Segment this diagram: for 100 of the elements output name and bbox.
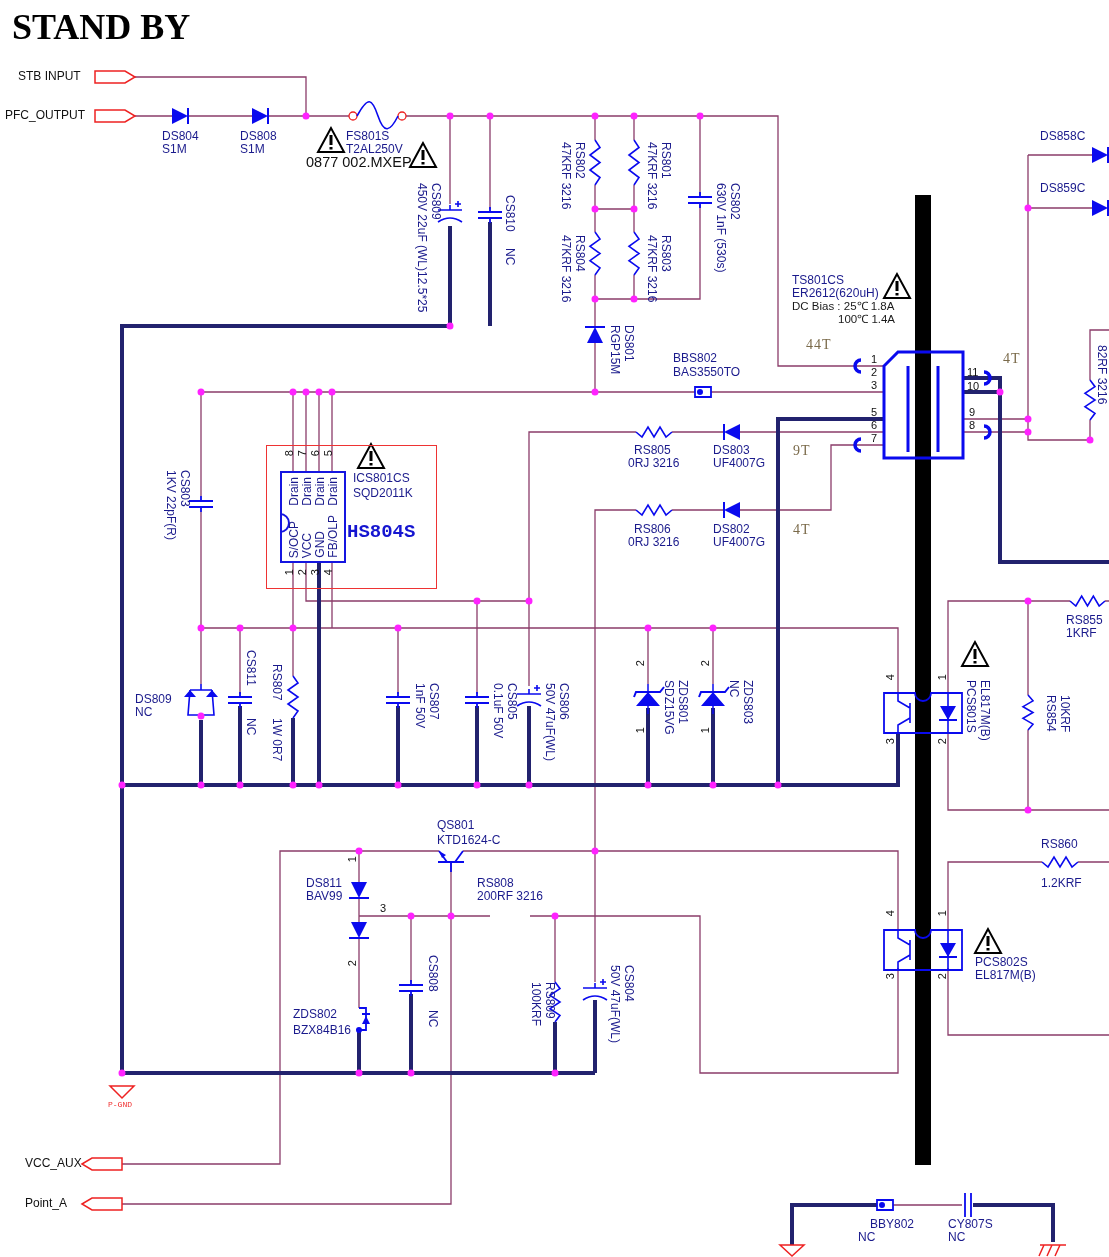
part-label: CS811 — [244, 650, 257, 686]
part-label: CS808 — [426, 955, 439, 992]
value-label: SDZ15VG — [662, 680, 675, 735]
part-label: RS860 — [1041, 838, 1078, 851]
port-label: VCC_AUX — [25, 1157, 82, 1170]
value-label: NC — [858, 1231, 876, 1244]
part-label: BBY802 — [870, 1218, 915, 1231]
part-label: PCS802S — [975, 956, 1028, 969]
part-label: RS805 — [634, 444, 671, 457]
pin-number: 7 — [871, 432, 878, 444]
part-label: ICS801CS — [353, 472, 410, 485]
part-label: CS802 — [728, 183, 741, 220]
pin-number: 1 — [346, 856, 358, 863]
value-label: NC — [135, 706, 153, 719]
value-label: 1KRF — [1066, 627, 1097, 640]
value-label: PCS801S — [964, 680, 977, 733]
ground-label: P-GND — [108, 1100, 132, 1109]
part-label: CS810 — [503, 195, 516, 232]
part-label: ZDS801 — [676, 680, 689, 725]
value-label: 1nF 50V — [413, 683, 426, 729]
part-label: DS808 — [240, 130, 277, 143]
part-label: RS806 — [634, 523, 671, 536]
value-label: NC — [426, 1010, 439, 1028]
turns-label: 44T — [806, 338, 832, 351]
part-label: DS801 — [622, 325, 635, 362]
value-label: 200RF 3216 — [477, 890, 544, 903]
turns-label: 9T — [793, 444, 811, 457]
pin-number: 3 — [884, 738, 896, 745]
value-label: BZX84B16 — [293, 1024, 352, 1037]
part-label: RS802 — [573, 142, 586, 179]
value-label: 10KRF — [1058, 695, 1071, 733]
value-label: 630V 1nF (530s) — [714, 183, 727, 273]
value-label: 0.1uF 50V — [491, 683, 504, 739]
value-label: UF4007G — [713, 457, 766, 470]
value-label: 50V 47uF(WL) — [608, 965, 621, 1044]
part-label: RS808 — [477, 877, 514, 890]
ic-chip — [280, 471, 346, 563]
port-label: PFC_OUTPUT — [5, 109, 85, 122]
value-label: 0RJ 3216 — [628, 457, 680, 470]
title: STAND BY — [12, 6, 191, 48]
part-label: CS805 — [505, 683, 518, 720]
pin-number: 8 — [969, 419, 976, 431]
pin-number: 1 — [936, 910, 948, 917]
pin-number: 2 — [346, 960, 358, 967]
value-label: 47KRF 3216 — [645, 142, 658, 210]
pin-number: 1 — [634, 727, 646, 734]
value-label: 1.2KRF — [1041, 877, 1082, 890]
value-label: BAV99 — [306, 890, 343, 903]
value-label: 0877 002.MXEP — [306, 155, 412, 170]
value-label: UF4007G — [713, 536, 766, 549]
part-label: DS811 — [306, 877, 342, 890]
value-label: 450V 22uF (WL)12.5*25 — [415, 183, 428, 313]
part-label: TS801CS — [792, 274, 845, 287]
value-label: NC — [503, 248, 516, 266]
pin-name: S/OCP — [288, 520, 301, 558]
part-label: RS801 — [659, 142, 672, 179]
pin-number: 4 — [884, 910, 896, 917]
pin-number: 2 — [936, 738, 948, 745]
value-label: RGP15M — [608, 325, 621, 375]
value-label: BAS3550TO — [673, 366, 741, 379]
note-text: DC Bias : 25℃ 1.8A — [792, 300, 895, 313]
pin-number: 1 — [871, 353, 878, 365]
part-label: DS809 — [135, 693, 172, 706]
value-label: 47KRF 3216 — [559, 142, 572, 210]
part-label: RS804 — [573, 235, 586, 272]
value-label: S1M — [240, 143, 265, 156]
part-label: QS801 — [437, 819, 475, 832]
value-label: 0RJ 3216 — [628, 536, 680, 549]
part-label: RS809 — [543, 982, 556, 1019]
part-label: RS855 — [1066, 614, 1103, 627]
part-label: BBS802 — [673, 352, 718, 365]
pin-number: 4 — [884, 674, 896, 681]
value-label: NC — [948, 1231, 966, 1244]
part-label: CY807S — [948, 1218, 993, 1231]
pin-number: 2 — [634, 660, 646, 667]
port-label: STB INPUT — [18, 70, 81, 83]
part-label: CS804 — [622, 965, 635, 1002]
value-label: NC — [727, 680, 740, 698]
part-label: ZDS802 — [293, 1008, 338, 1021]
pin-number: 8 — [283, 450, 295, 457]
pin-number: 5 — [871, 406, 878, 418]
value-label: 1W 0R7 — [270, 718, 283, 762]
part-label: FS801S — [346, 130, 390, 143]
turns-label: 4T — [1003, 352, 1021, 365]
pin-number: 5 — [322, 450, 334, 457]
part-label: CS809 — [429, 183, 442, 220]
part-label: RS803 — [659, 235, 672, 272]
pin-number: 2 — [936, 973, 948, 980]
pin-name: VCC — [301, 532, 314, 558]
part-label: RS854 — [1044, 695, 1057, 732]
value-label: NC — [244, 718, 257, 736]
part-label: DS803 — [713, 444, 750, 457]
value-label: T2AL250V — [346, 143, 403, 156]
pin-name: Drain — [314, 477, 327, 506]
pin-number: 6 — [871, 419, 878, 431]
value-label: EL817M(B) — [975, 969, 1036, 982]
value-label: ER2612(620uH) — [792, 287, 879, 300]
pin-number: 2 — [699, 660, 711, 667]
chip-label: HS804S — [347, 522, 416, 542]
pin-number: 1 — [699, 727, 711, 734]
